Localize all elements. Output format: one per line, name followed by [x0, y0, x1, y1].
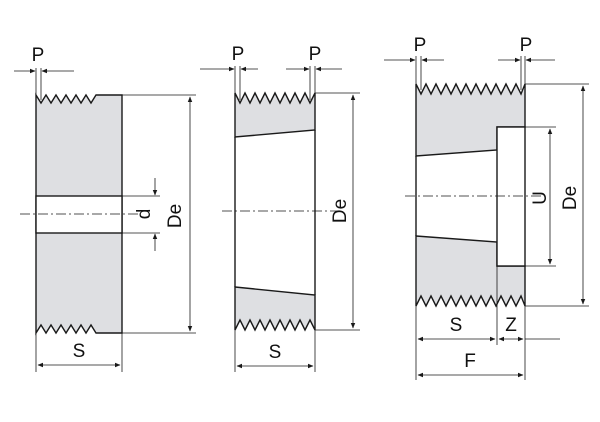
view-2-width-label: S	[269, 342, 282, 363]
view-3-body-bottom	[415, 235, 526, 308]
view-3-hub-diameter-label: U	[530, 191, 551, 205]
view-3-pitch-right-label: P	[520, 35, 533, 56]
view-3-width-label: S	[450, 315, 463, 336]
view-3-hub-width-label: Z	[505, 315, 517, 336]
view-2-outer-diameter-label: De	[330, 199, 351, 223]
view-3-pitch-left-label: P	[414, 35, 427, 56]
view-1-outer-diameter-label: De	[165, 204, 186, 228]
view-2-pitch-left-label: P	[232, 44, 245, 65]
view-3-pulley-with-hub: P P U De S Z F	[384, 35, 589, 380]
view-2-bottom-body	[234, 286, 316, 332]
view-3-body	[415, 82, 526, 157]
view-2-top-body	[234, 91, 316, 138]
view-2-pitch-right-label: P	[309, 44, 322, 65]
view-3-outer-diameter-label: De	[560, 186, 581, 210]
view-1-bore	[35, 195, 123, 234]
view-1-pulley-with-bore: P S d De	[14, 45, 196, 372]
view-3-hub	[496, 126, 526, 267]
view-2-pulley-taper-bush: P P S De	[200, 44, 360, 372]
view-1-bore-label: d	[134, 209, 155, 220]
view-3-total-width-label: F	[464, 351, 476, 372]
view-1-width-label: S	[73, 341, 86, 362]
view-1-pitch-label: P	[32, 45, 45, 66]
